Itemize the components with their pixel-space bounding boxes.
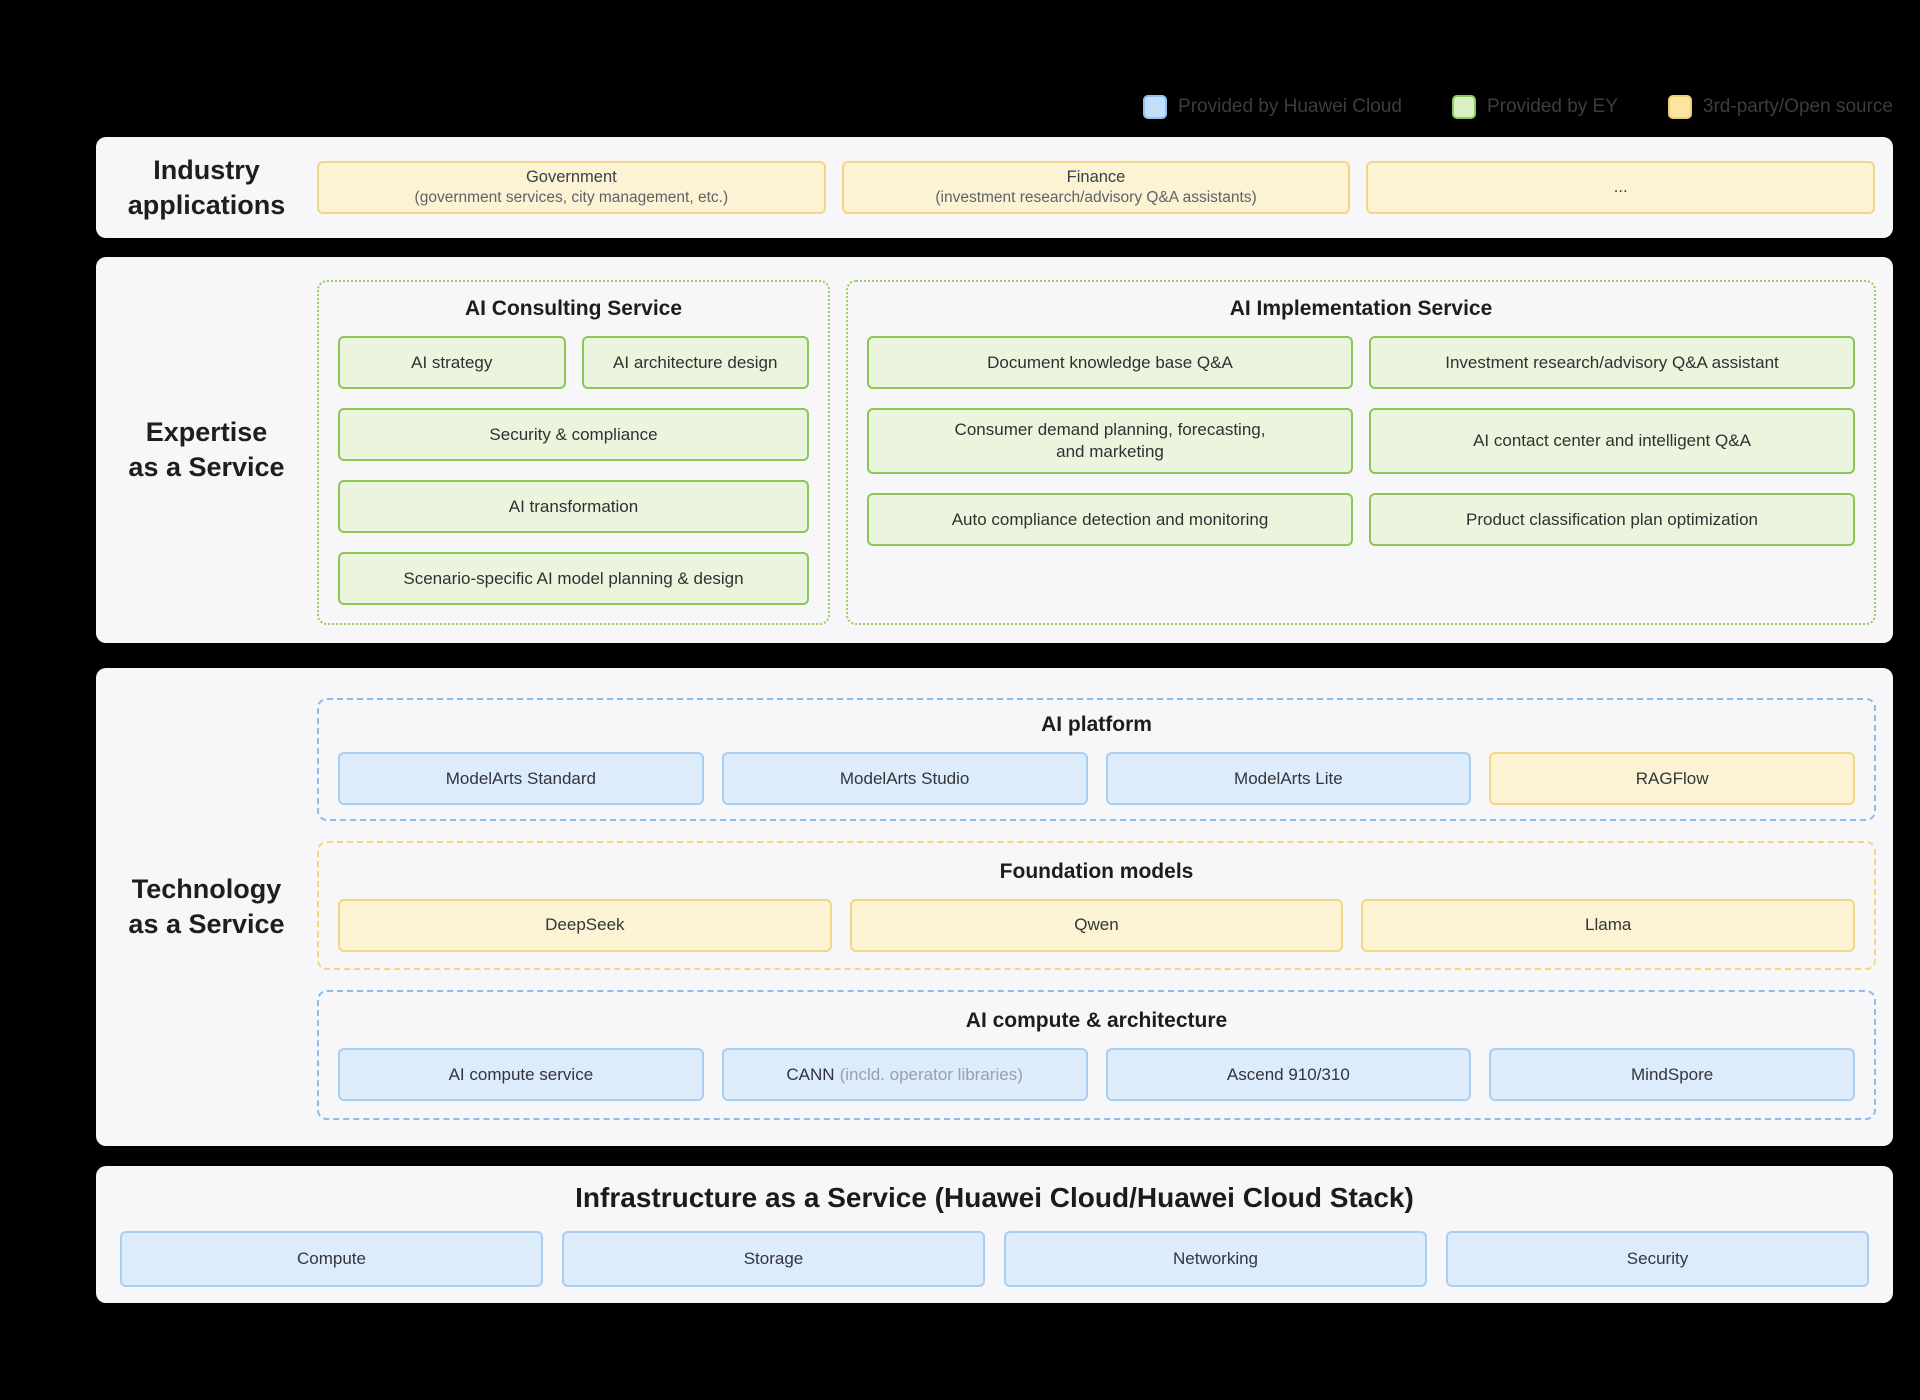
ey-color-swatch [1451, 95, 1476, 119]
consulting-row-1: AI strategy AI architecture design [338, 336, 809, 389]
foundation-boxes-row: DeepSeek Qwen Llama [338, 898, 1856, 952]
group-title: AI platform [1041, 713, 1152, 736]
service-box-ai-strategy: AI strategy [338, 336, 566, 389]
row-label-line: Industry [153, 154, 260, 185]
service-box-scenario-model-planning: Scenario-specific AI model planning & de… [338, 552, 809, 605]
ai-implementation-service-group: AI Implementation Service Document knowl… [846, 280, 1876, 625]
legend: Provided by Huawei Cloud Provided by EY … [96, 95, 1893, 119]
box-title: ... [1613, 178, 1628, 196]
service-box-security-compliance: Security & compliance [338, 408, 809, 461]
industry-applications-label: Industry applications [96, 137, 317, 238]
industry-box-government: Government (government services, city ma… [317, 161, 826, 214]
box-text-line: and marketing [1056, 442, 1164, 461]
box-subtitle: (government services, city management, e… [414, 189, 729, 206]
product-box-cann: CANN (incld. operator libraries) [721, 1048, 1088, 1102]
row-label-line: as a Service [128, 909, 285, 939]
technology-content: AI platform ModelArts Standard ModelArts… [317, 668, 1893, 1146]
ai-platform-group: AI platform ModelArts Standard ModelArts… [317, 698, 1876, 821]
industry-applications-section: Industry applications Government (govern… [96, 137, 1893, 238]
legend-item-ey: Provided by EY [1451, 95, 1618, 119]
group-title: AI Consulting Service [464, 297, 683, 320]
expertise-content: AI Consulting Service AI strategy AI arc… [317, 257, 1893, 643]
infra-box-compute: Compute [120, 1231, 543, 1287]
box-title: Government [525, 168, 617, 186]
expertise-as-a-service-section: Expertise as a Service AI Consulting Ser… [96, 257, 1893, 643]
third-party-color-swatch [1667, 95, 1692, 119]
row-label-line: Expertise [145, 417, 268, 447]
huawei-cloud-color-swatch [1143, 95, 1168, 119]
infrastructure-section: Infrastructure as a Service (Huawei Clou… [96, 1166, 1893, 1303]
product-box-llama: Llama [1361, 898, 1856, 952]
infra-box-storage: Storage [562, 1231, 985, 1287]
product-box-deepseek: DeepSeek [338, 898, 832, 952]
product-box-qwen: Qwen [849, 898, 1344, 952]
product-box-ai-compute-service: AI compute service [338, 1048, 704, 1102]
product-box-ragflow: RAGFlow [1489, 752, 1855, 805]
ai-compute-architecture-group: AI compute & architecture AI compute ser… [317, 990, 1876, 1120]
service-box-ai-transformation: AI transformation [338, 480, 809, 533]
product-box-ascend: Ascend 910/310 [1105, 1048, 1472, 1102]
platform-boxes-row: ModelArts Standard ModelArts Studio Mode… [338, 752, 1855, 805]
service-box-product-classification: Product classification plan optimization [1369, 493, 1855, 546]
service-box-ai-contact-center: AI contact center and intelligent Q&A [1369, 408, 1855, 474]
industry-box-more: ... [1366, 161, 1876, 214]
service-box-consumer-demand-planning: Consumer demand planning, forecasting, a… [867, 408, 1353, 474]
row-label-line: Technology [131, 874, 282, 904]
technology-label: Technology as a Service [96, 668, 317, 1146]
technology-as-a-service-section: Technology as a Service AI platform Mode… [96, 668, 1893, 1146]
group-title: AI compute & architecture [965, 1009, 1228, 1033]
service-box-investment-research-qa: Investment research/advisory Q&A assista… [1369, 336, 1855, 389]
legend-label: Provided by EY [1486, 96, 1618, 117]
legend-item-third-party: 3rd-party/Open source [1667, 95, 1893, 119]
box-label-suffix: (incld. operator libraries) [839, 1064, 1023, 1084]
box-text-line: Consumer demand planning, forecasting, [954, 420, 1266, 439]
product-box-modelarts-lite: ModelArts Lite [1105, 752, 1472, 805]
product-box-modelarts-studio: ModelArts Studio [721, 752, 1088, 805]
service-box-ai-architecture-design: AI architecture design [581, 336, 809, 389]
legend-item-huawei-cloud: Provided by Huawei Cloud [1143, 95, 1402, 119]
expertise-label: Expertise as a Service [96, 257, 317, 643]
box-label: CANN [786, 1064, 835, 1084]
infra-box-security: Security [1446, 1231, 1869, 1287]
industry-box-finance: Finance (investment research/advisory Q&… [841, 161, 1351, 214]
box-title: Finance [1066, 168, 1126, 186]
service-box-document-knowledge-qa: Document knowledge base Q&A [867, 336, 1353, 389]
infrastructure-boxes-row: Compute Storage Networking Security [120, 1231, 1869, 1287]
service-box-auto-compliance-detection: Auto compliance detection and monitoring [867, 493, 1353, 546]
product-box-modelarts-standard: ModelArts Standard [338, 752, 704, 805]
row-label-line: as a Service [128, 452, 285, 482]
consulting-rows: AI strategy AI architecture design Secur… [338, 336, 809, 605]
foundation-models-group: Foundation models DeepSeek Qwen Llama [317, 840, 1876, 971]
box-subtitle: (investment research/advisory Q&A assist… [935, 189, 1257, 206]
infra-box-networking: Networking [1004, 1231, 1427, 1287]
compute-boxes-row: AI compute service CANN (incld. operator… [338, 1048, 1855, 1102]
legend-label: Provided by Huawei Cloud [1178, 96, 1402, 117]
infrastructure-title: Infrastructure as a Service (Huawei Clou… [575, 1182, 1414, 1213]
legend-label: 3rd-party/Open source [1702, 96, 1893, 117]
implementation-grid: Document knowledge base Q&A Investment r… [867, 336, 1855, 546]
group-title: AI Implementation Service [1229, 297, 1493, 320]
row-label-line: applications [127, 189, 286, 220]
ai-consulting-service-group: AI Consulting Service AI strategy AI arc… [317, 280, 830, 625]
group-title: Foundation models [999, 859, 1194, 883]
industry-boxes-row: Government (government services, city ma… [317, 137, 1893, 238]
product-box-mindspore: MindSpore [1489, 1048, 1855, 1102]
